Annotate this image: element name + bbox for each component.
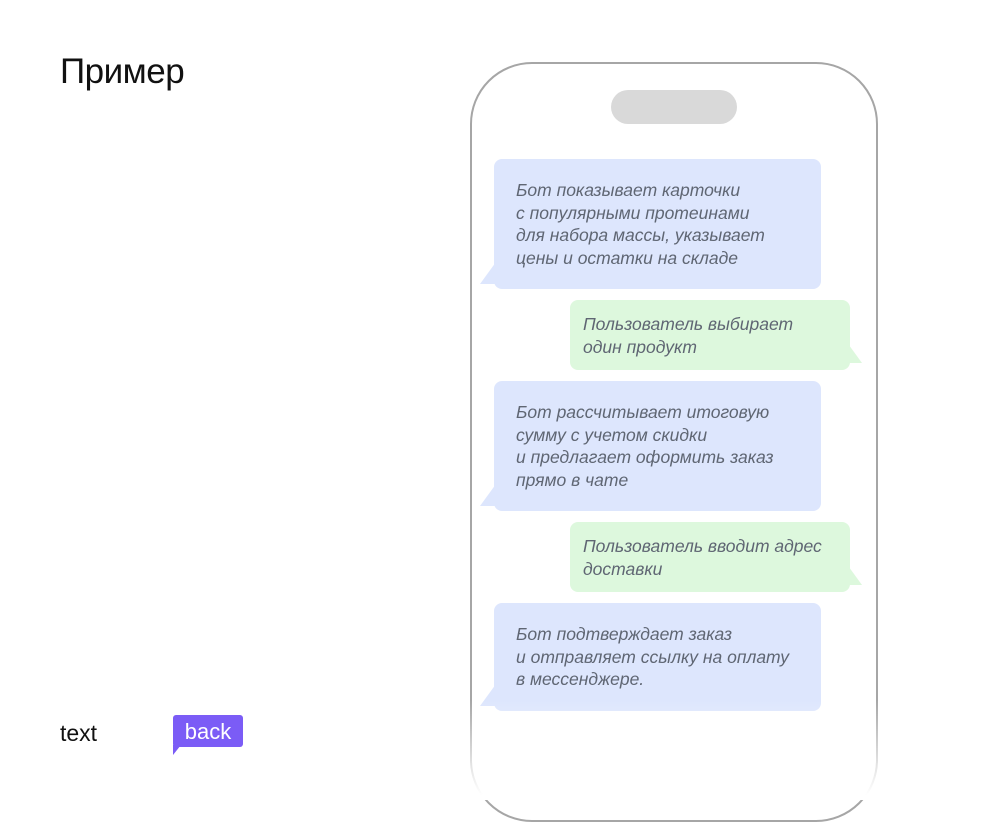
logo-badge-text: back (184, 719, 232, 744)
phone-notch (611, 90, 737, 124)
logo-badge-tail (173, 745, 181, 755)
bot-message-text: Бот рассчитывает итоговую сумму с учетом… (516, 402, 774, 490)
user-message-text: Пользователь выбирает один продукт (583, 314, 794, 357)
bot-message-2: Бот рассчитывает итоговую сумму с учетом… (494, 381, 821, 511)
bot-message-3: Бот подтверждает заказ и отправляет ссыл… (494, 603, 821, 711)
user-message-text: Пользователь вводит адрес доставки (583, 536, 822, 579)
bot-bubble-tail (480, 262, 496, 284)
user-bubble-tail (846, 341, 862, 363)
bot-bubble-tail (480, 484, 496, 506)
bot-message-1: Бот показывает карточки с популярными пр… (494, 159, 821, 289)
textback-logo: text back (60, 715, 243, 755)
bottom-fade (460, 700, 890, 800)
bot-message-text: Бот подтверждает заказ и отправляет ссыл… (516, 624, 790, 689)
user-bubble-tail (846, 563, 862, 585)
page-title: Пример (60, 52, 185, 91)
logo-badge: back (173, 715, 243, 747)
logo-text: text (60, 720, 98, 746)
user-message-1: Пользователь выбирает один продукт (570, 300, 850, 370)
bot-message-text: Бот показывает карточки с популярными пр… (516, 180, 765, 268)
user-message-2: Пользователь вводит адрес доставки (570, 522, 850, 592)
